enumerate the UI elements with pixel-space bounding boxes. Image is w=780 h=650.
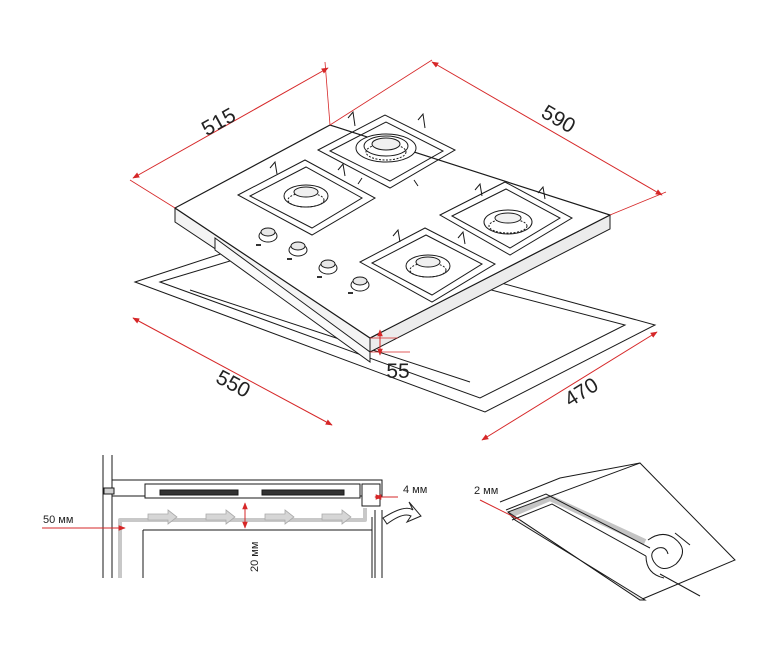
label-55: 55 bbox=[386, 360, 409, 383]
grid-front bbox=[358, 227, 497, 303]
dim-line-550 bbox=[132, 317, 333, 426]
section-dimensions bbox=[42, 494, 398, 531]
label-590: 590 bbox=[537, 101, 579, 138]
dimension-lines bbox=[129, 59, 667, 441]
label-470: 470 bbox=[561, 373, 603, 411]
exhaust-arrow bbox=[382, 501, 422, 525]
knob-4 bbox=[350, 276, 370, 292]
seal-strip bbox=[508, 495, 647, 545]
label-550: 550 bbox=[212, 366, 254, 403]
label-4mm: 4 мм bbox=[403, 484, 427, 496]
knob-2 bbox=[288, 241, 308, 257]
dim-2mm bbox=[479, 499, 521, 521]
label-515: 515 bbox=[198, 104, 240, 141]
label-20mm: 20 мм bbox=[249, 542, 261, 572]
seal-detail bbox=[499, 462, 736, 601]
dim-line-470 bbox=[481, 331, 658, 441]
grid-front-inner bbox=[370, 234, 484, 296]
grid-right-inner bbox=[450, 188, 562, 249]
dim-line-590 bbox=[431, 61, 663, 196]
control-knobs bbox=[256, 227, 370, 294]
seal-roll bbox=[647, 534, 683, 569]
knob-1 bbox=[258, 227, 278, 243]
dim-line-515 bbox=[132, 67, 329, 179]
label-2mm: 2 мм bbox=[474, 485, 498, 497]
knob-3 bbox=[318, 259, 338, 275]
label-50mm: 50 мм bbox=[43, 514, 73, 526]
cross-section bbox=[102, 455, 383, 578]
burner-front bbox=[358, 227, 497, 303]
burner-rear bbox=[316, 110, 457, 189]
airflow-chevrons bbox=[147, 509, 352, 525]
